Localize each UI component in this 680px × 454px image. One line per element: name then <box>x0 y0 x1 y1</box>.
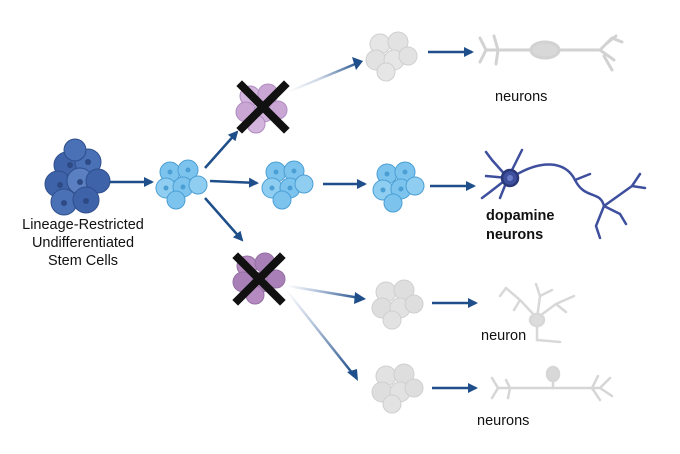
arrow-blocked-upper-to-grey <box>287 60 361 94</box>
lower-neuron-label: neuron <box>481 328 527 344</box>
neuron-icon <box>480 148 647 240</box>
dopamine-label-line2: neurons <box>486 227 544 243</box>
dopamine-precursor-cluster <box>372 161 425 213</box>
stem-cells-label: Lineage-Restricted Undifferentiated Stem… <box>22 217 144 269</box>
arrow-blocked-lower-to-grey-b <box>286 290 354 375</box>
arrow-to-blocked-lower <box>204 197 244 242</box>
top-neurons-label: neurons <box>495 89 548 105</box>
neuron-icon <box>490 365 614 402</box>
arrow-to-dopamine-progenitor <box>209 177 259 188</box>
grey-cluster-top <box>365 31 418 82</box>
progenitor-cluster-2 <box>261 160 314 210</box>
dopamine-label-line1: dopamine <box>486 208 555 224</box>
stem-cell-cluster <box>44 138 111 216</box>
x-mark-icon <box>232 252 286 306</box>
neuron-icon <box>498 282 576 344</box>
grey-cluster-lower-a <box>371 279 424 330</box>
progenitor-cluster <box>155 159 208 210</box>
x-mark-icon <box>236 80 290 134</box>
neuron-icon <box>478 34 624 72</box>
grey-cluster-bottom <box>371 363 424 414</box>
arrow-blocked-lower-to-grey-a <box>287 284 361 300</box>
arrow-to-blocked-upper <box>204 130 239 169</box>
bottom-neurons-label: neurons <box>477 413 530 429</box>
